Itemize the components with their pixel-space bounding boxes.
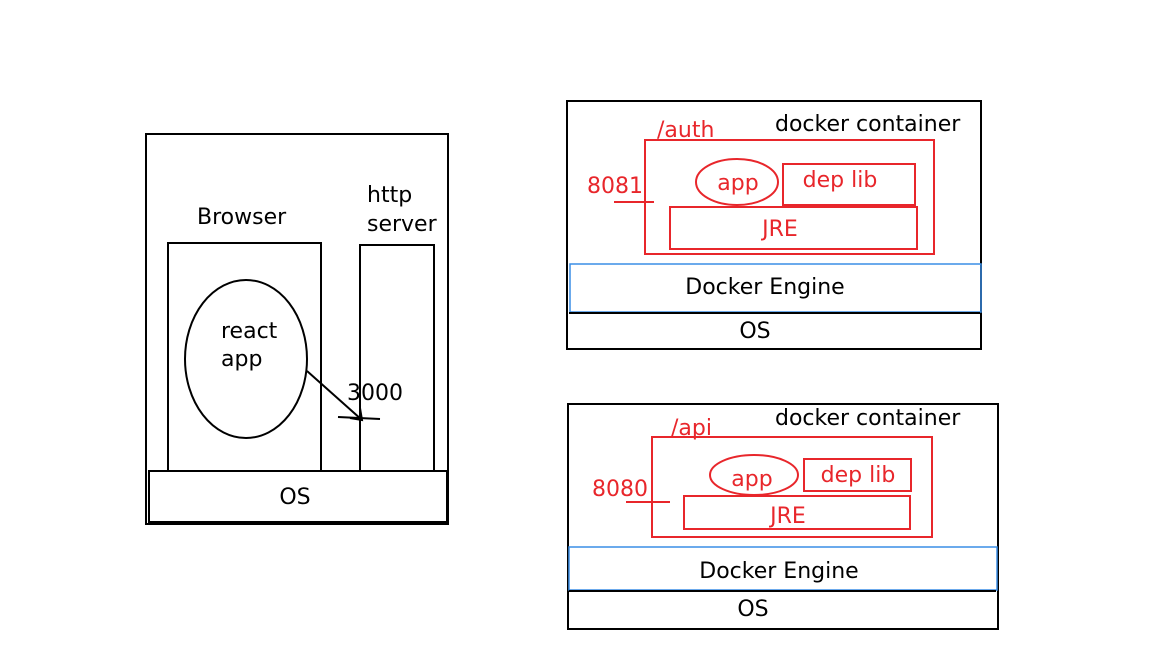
api-docker-engine-label: Docker Engine bbox=[699, 559, 858, 584]
api-os-label: OS bbox=[737, 597, 768, 622]
api-dep-lib-box bbox=[803, 458, 912, 492]
react-app-label-line1: react bbox=[221, 319, 278, 344]
http-server-box bbox=[359, 244, 435, 472]
auth-container-box bbox=[644, 139, 935, 255]
left-machine: Browser react app http server 3000 OS bbox=[145, 133, 449, 525]
request-arrow-line bbox=[306, 370, 363, 421]
port-3000-label: 3000 bbox=[347, 381, 403, 406]
http-server-label-line2: server bbox=[367, 212, 438, 237]
react-app-ellipse bbox=[184, 279, 308, 439]
left-os-box bbox=[148, 470, 448, 523]
api-host-frame bbox=[567, 403, 999, 630]
left-os-label: OS bbox=[279, 485, 310, 510]
api-port-label: 8080 bbox=[592, 477, 648, 502]
auth-os-label: OS bbox=[739, 319, 770, 344]
auth-port-label: 8081 bbox=[587, 174, 643, 199]
auth-dep-lib-box bbox=[782, 163, 916, 206]
left-machine-frame bbox=[145, 133, 449, 525]
auth-host: docker container /auth app dep lib JRE 8… bbox=[566, 100, 982, 350]
auth-jre-box bbox=[669, 206, 918, 250]
api-dep-lib-label: dep lib bbox=[821, 463, 896, 488]
api-host: docker container /api app dep lib JRE 80… bbox=[567, 403, 999, 630]
auth-docker-engine-label: Docker Engine bbox=[685, 275, 844, 300]
auth-docker-container-label: docker container bbox=[775, 112, 961, 137]
api-jre-box bbox=[683, 495, 911, 530]
request-arrow-head bbox=[349, 407, 364, 422]
auth-app-label: app bbox=[717, 171, 758, 196]
api-docker-container-label: docker container bbox=[775, 406, 961, 431]
auth-dep-lib-label: dep lib bbox=[803, 168, 878, 193]
api-jre-label: JRE bbox=[768, 504, 806, 529]
api-app-label: app bbox=[731, 467, 772, 492]
auth-route-label: /auth bbox=[657, 118, 714, 143]
auth-jre-label: JRE bbox=[760, 217, 798, 242]
api-container-box bbox=[651, 436, 933, 538]
auth-host-frame bbox=[566, 100, 982, 350]
auth-app-ellipse bbox=[695, 158, 779, 206]
http-server-label-line1: http bbox=[367, 183, 412, 208]
react-app-label-line2: app bbox=[221, 347, 262, 372]
browser-label: Browser bbox=[197, 205, 287, 230]
